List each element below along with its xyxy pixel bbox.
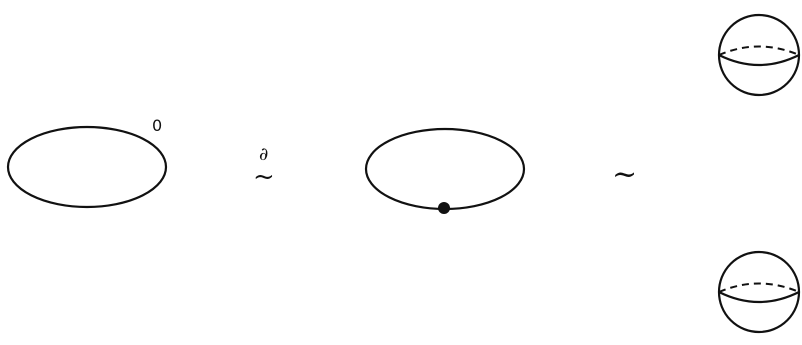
sphere-bottom-equator-front — [719, 292, 799, 302]
middle-circle — [366, 129, 524, 209]
sphere-bottom-outline — [719, 252, 799, 332]
sphere-top-equator-back — [719, 47, 799, 56]
equivalence-tilde: ~ — [612, 157, 637, 192]
boundary-relation-symbol: ∂ ~ — [253, 144, 275, 192]
circle-superscript: 0 — [152, 116, 162, 135]
sphere-top — [719, 15, 799, 95]
circle-with-superscript: 0 — [8, 116, 166, 207]
tilde-under-boundary: ~ — [253, 162, 275, 192]
sphere-bottom — [719, 252, 799, 332]
basepoint-dot — [438, 202, 450, 214]
circle-with-basepoint — [366, 129, 524, 214]
sphere-bottom-equator-back — [719, 284, 799, 293]
left-circle — [8, 127, 166, 207]
sphere-top-equator-front — [719, 55, 799, 65]
sphere-top-outline — [719, 15, 799, 95]
